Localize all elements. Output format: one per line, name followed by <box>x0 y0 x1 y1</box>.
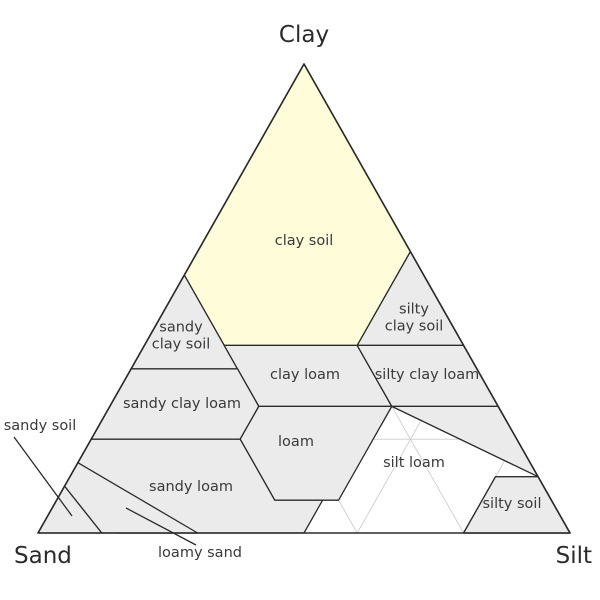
region-label-loamy-sand: loamy sand <box>158 545 242 561</box>
triangle-outline-layer <box>37 63 571 534</box>
region-label-loam: loam <box>278 434 314 450</box>
triangle-outline <box>37 63 571 534</box>
region-label-silt-loam: silt loam <box>383 455 445 471</box>
corner-label-silt: Silt <box>556 543 592 569</box>
leader-line-loamy-sand <box>125 507 197 546</box>
corner-label-sand: Sand <box>14 543 72 569</box>
region-label-sandy-clay-loam: sandy clay loam <box>123 396 241 412</box>
region-label-sandy-soil: sandy soil <box>4 418 77 434</box>
region-label-silty-soil: silty soil <box>483 496 542 512</box>
region-label-clay-loam: clay loam <box>270 367 340 383</box>
leader-line-sandy-soil <box>13 436 73 517</box>
region-label-silty-clay-loam: silty clay loam <box>375 367 479 383</box>
corner-label-clay: Clay <box>279 22 329 48</box>
region-label-clay-soil: clay soil <box>275 233 334 249</box>
region-label-sandy-loam: sandy loam <box>149 479 233 495</box>
callout-leaders-layer <box>13 436 197 546</box>
region-clay-soil[interactable]: clay soil <box>183 63 412 347</box>
corner-labels-layer: Clay Sand Silt <box>14 22 592 569</box>
